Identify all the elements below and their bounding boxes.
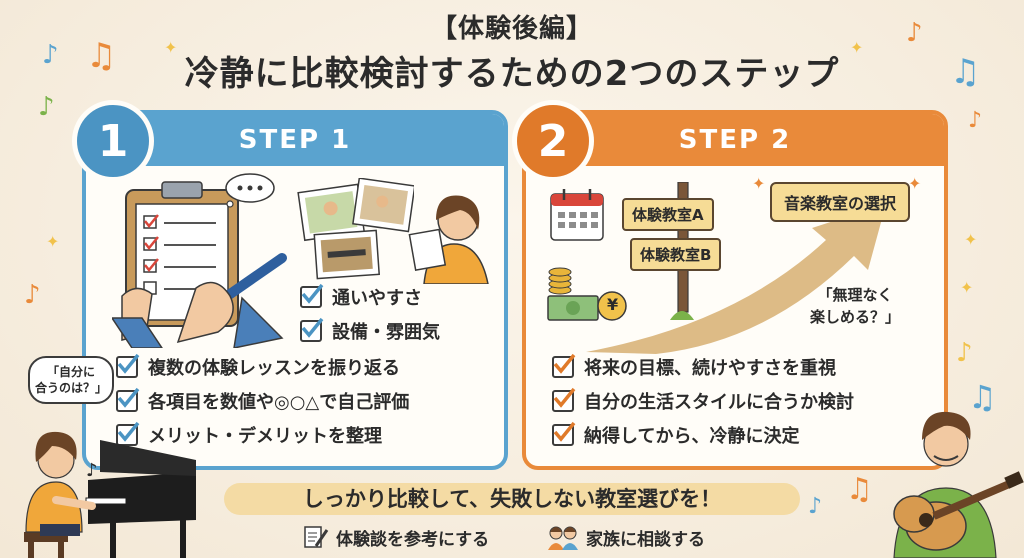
guitarist-illustration: [893, 411, 1024, 558]
music-note-icon: ♪: [968, 108, 983, 133]
checkbox-icon: [300, 317, 324, 342]
checklist-item: 複数の体験レッスンを振り返る: [116, 353, 409, 380]
music-note-icon: ♫: [846, 472, 873, 507]
sparkle-icon: ✦: [850, 38, 864, 57]
sparkle-icon: ✦: [752, 174, 766, 193]
checkbox-icon: [300, 283, 324, 308]
checkbox-icon: [116, 353, 140, 378]
step1-card: STEP 1 1: [72, 100, 508, 470]
music-note-icon: ♫: [950, 52, 981, 92]
family-icon: [548, 526, 578, 550]
sparkle-icon: ✦: [960, 278, 974, 297]
bottom-banner: しっかり比較して、失敗しない教室選びを！: [224, 483, 800, 515]
step2-card: STEP 2 2 ¥ 体験教室A 体験教室B 音楽教室の選択 ✦ ✦ 「無理なく…: [512, 100, 948, 470]
checklist-item: メリット・デメリットを整理: [116, 421, 409, 448]
step1-label: STEP 1: [238, 125, 352, 155]
music-note-icon: ♫: [86, 36, 117, 76]
checkbox-icon: [552, 353, 576, 378]
pianist-illustration: ♪: [24, 431, 196, 558]
checkbox-icon: [552, 421, 576, 446]
step2-checklist: 将来の目標、続けやすさを重視 自分の生活スタイルに合うか検討 納得してから、冷静…: [552, 353, 854, 456]
step2-header: STEP 2: [526, 114, 944, 166]
photos-icon: [297, 178, 414, 280]
money-icon: [547, 267, 627, 321]
goal-label: 音楽教室の選択: [770, 182, 911, 222]
checklist-item: 将来の目標、続けやすさを重視: [552, 353, 854, 380]
signpost-classroom-b: 体験教室B: [630, 238, 722, 271]
checklist-item: 設備・雰囲気: [300, 317, 440, 344]
step2-label: STEP 2: [678, 125, 792, 155]
checklist-item: 各項目を数値や◎○△で自己評価: [116, 387, 409, 414]
checkbox-icon: [552, 387, 576, 412]
footer-tip-experience: 体験談を参考にする: [302, 524, 489, 550]
checkbox-icon: [116, 387, 140, 412]
footer-tip-family: 家族に相談する: [546, 524, 705, 550]
music-note-icon: ♪: [42, 40, 59, 70]
step1-number-badge: 1: [72, 100, 154, 182]
clipboard-checklist-icon: [112, 181, 287, 348]
calendar-icon: [550, 189, 604, 241]
step2-number-badge: 2: [512, 100, 594, 182]
step1-header: STEP 1: [86, 114, 504, 166]
step1-upper-checklist: 通いやすさ 設備・雰囲気: [300, 283, 440, 352]
music-note-icon: ♪: [38, 92, 55, 122]
music-note-icon: ♪: [956, 338, 973, 368]
sparkle-icon: ✦: [964, 230, 978, 249]
thought-bubble-icon: [225, 173, 275, 208]
checklist-item: 通いやすさ: [300, 283, 440, 310]
yen-symbol: ¥: [607, 295, 619, 314]
speech-bubble: 「自分に 合うのは？」: [28, 356, 114, 404]
music-note-icon: ♪: [906, 18, 923, 48]
checklist-item: 納得してから、冷静に決定: [552, 421, 854, 448]
sparkle-icon: ✦: [164, 38, 178, 57]
checkbox-icon: [116, 421, 140, 446]
page-title: 冷静に比較検討するための2つのステップ: [184, 54, 840, 94]
signpost-classroom-a: 体験教室A: [622, 198, 714, 231]
svg-text:♪: ♪: [86, 460, 98, 481]
sparkle-icon: ✦: [908, 174, 922, 193]
checklist-item: 自分の生活スタイルに合うか検討: [552, 387, 854, 414]
music-note-icon: ♪: [24, 280, 41, 310]
notepad-pencil-icon: [304, 526, 329, 548]
woman-reading-icon: [408, 195, 489, 284]
music-note-icon: ♪: [808, 494, 823, 519]
step1-checklist: 複数の体験レッスンを振り返る 各項目を数値や◎○△で自己評価 メリット・デメリッ…: [116, 353, 409, 456]
question-quote: 「無理なく 楽しめる？」: [810, 286, 901, 326]
music-note-icon: ♫: [968, 378, 997, 416]
sparkle-icon: ✦: [46, 232, 60, 251]
page-kicker: 【体験後編】: [430, 14, 593, 44]
